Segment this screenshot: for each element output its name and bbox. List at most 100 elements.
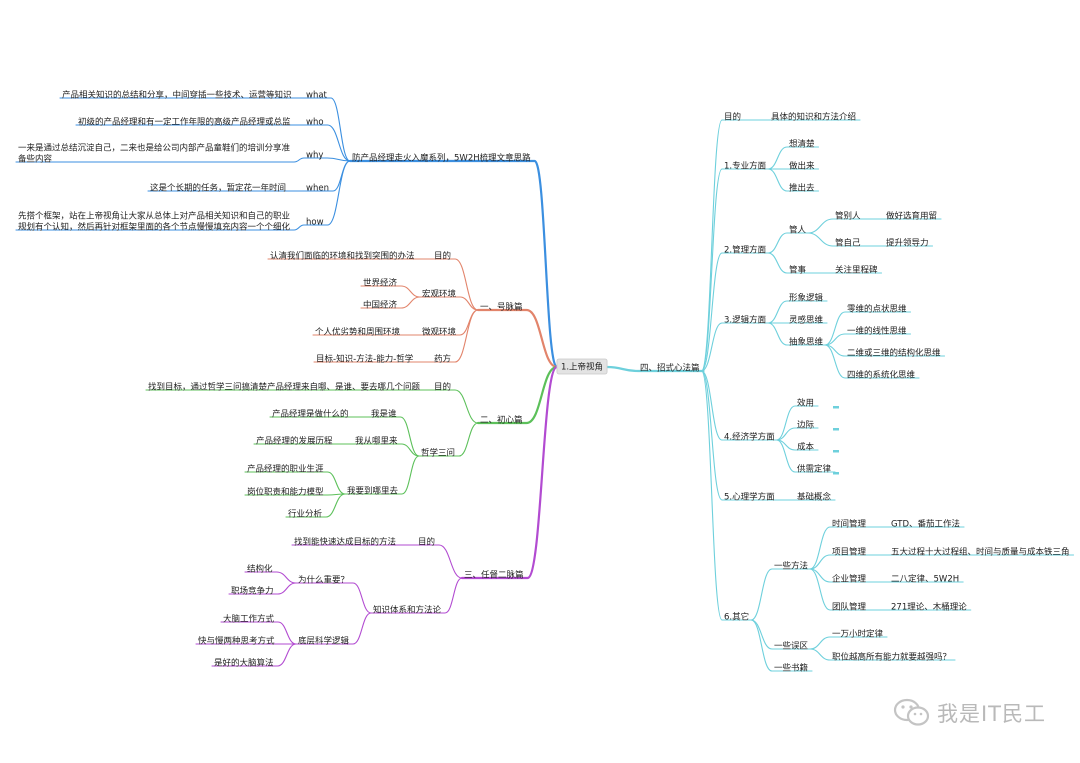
link-c6_m [750,568,813,621]
root-node: 1.上帝视角 [561,362,603,373]
node-label: 我从哪里来 [355,436,398,447]
link-b2_macro_2 [360,296,421,309]
link-c6_m4 [809,568,871,611]
link-b3_phil [418,422,479,457]
node-label: 企业管理 [832,574,867,585]
node-label: GTD、番茄工作法 [891,519,960,530]
link-b1 [348,159,559,369]
link-b2 [476,308,559,369]
node-label: 认清我们面临的环境和找到突围的办法 [270,251,415,262]
node-label: 产品经理是做什么的 [272,409,349,420]
link-b5 [605,365,705,373]
node-label: 职场竞争力 [231,586,274,597]
link-b1_what [303,97,351,162]
link-b2_goal [431,258,479,311]
link-c4_1 [776,405,819,441]
node-label: why [306,151,323,161]
node-label: 形象逻辑 [789,293,824,304]
node-label: 想清楚 [789,139,815,150]
node-label: 这是个长期的任务，暂定花一年时间 [150,183,286,194]
link-b1_why_d [15,157,305,163]
link-b4_base_3 [211,643,297,667]
link-b1_how_d [15,224,305,231]
link-b1_who [303,124,351,162]
node-label: 灵感思维 [789,315,824,326]
collapsed-marker [833,406,839,409]
link-b2_macro_1 [360,285,421,298]
link-b2_rx [431,309,479,363]
link-c6_m1 [809,526,871,570]
node-label: 是好的大脑算法 [214,658,274,669]
collapsed-marker [833,428,839,431]
node-label: 一维的线性思维 [847,326,907,337]
node-label: 个人优劣势和周围环境 [315,327,401,338]
node-label: 知识体系和方法论 [373,605,442,616]
node-label: 效用 [797,398,814,409]
link-b2_macro [419,296,479,311]
mind-map-links [15,97,1075,672]
link-b1_how [303,160,351,226]
node-label: 一些书籍 [774,663,808,674]
link-c4 [700,370,780,441]
node-label: who [306,118,324,128]
node-label: 行业分析 [288,509,323,520]
watermark-text: 我是IT民工 [936,702,1046,726]
node-label: 职位越高所有能力就要越强吗？ [832,652,951,663]
node-label: 二八定律、5W2H [891,574,959,585]
link-c2_t [767,252,811,274]
link-b4_base_1 [220,621,297,645]
node-label: 目标-知识-方法-能力-哲学 [316,354,414,365]
link-b3_to [344,455,420,495]
link-b4_goal [415,544,463,579]
link-b4_why_2 [228,582,297,595]
node-label: 五大过程十大过程组、时间与质量与成本铁三角 [891,547,1070,558]
link-c3_3a [824,311,912,346]
node-label: 一万小时定律 [832,629,884,640]
collapsed-marker [833,450,839,453]
node-label-line2: 规划有个认知，然后再针对框架里面的各个节点慢慢填充内容一个个细化 [18,222,291,233]
node-label: 推出去 [789,183,815,194]
node-label: 1.专业方面 [724,161,767,172]
node-label: what [306,91,328,101]
node-label: 271理论、木桶理论 [891,602,967,613]
link-b3_goal [431,389,479,424]
node-label: 快与慢两种思考方式 [198,636,275,647]
node-label: 一来是通过总结沉淀自己，二来也是给公司内部产品童鞋们的培训分享准 [18,143,291,154]
node-label: 产品相关知识的总结和分享，中间穿插一些技术、运营等知识 [62,90,292,101]
node-label: 哲学三问 [421,448,455,459]
watermark: 我是IT民工 [893,698,1046,728]
link-b3_from [352,443,420,457]
node-label: 3.逻辑方面 [724,315,767,326]
node-label: 目的 [418,537,435,548]
link-b3_to_3 [285,493,346,518]
link-c5 [700,370,780,501]
node-label: 项目管理 [832,547,867,558]
node-label: 成本 [797,442,815,453]
link-b3 [476,365,559,425]
node-label: 目的 [434,251,451,262]
node-label: 一些误区 [774,641,809,652]
collapsed-marker [833,472,839,475]
node-label: 边际 [797,420,815,431]
node-label: 底层科学逻辑 [298,636,350,647]
node-label-line2: 备些内容 [18,154,53,165]
link-c6_b [750,619,813,672]
node-label: 一、号脉篇 [480,302,523,313]
node-label: 产品经理的职业生涯 [247,464,324,475]
node-label: 结构化 [247,564,273,575]
node-label: 做好选育用留 [886,211,937,222]
node-label: 宏观环境 [422,289,457,300]
node-label: 三、任督二脉篇 [464,570,524,581]
link-b4 [460,365,559,580]
node-label: 大脑工作方式 [223,614,275,625]
node-label: 我是谁 [371,409,397,420]
link-b1_why [303,157,351,162]
link-c3 [700,322,771,372]
link-c6_m2 [809,554,871,570]
link-c1_1 [767,146,820,170]
link-c3_3d [824,344,920,379]
node-label: 找到目标，通过哲学三问搞清楚产品经理来自哪、是谁、要去哪几个问题 [148,382,421,393]
node-label: 6.其它 [724,612,749,623]
link-c2 [700,252,771,372]
